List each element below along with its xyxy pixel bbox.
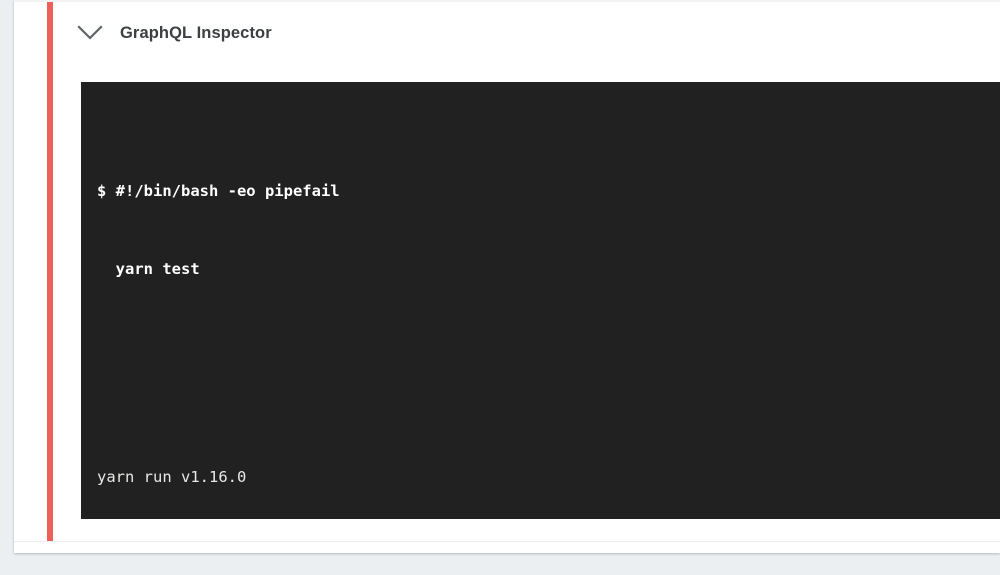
chevron-down-icon[interactable] — [75, 18, 105, 48]
step-status-bar — [47, 2, 53, 541]
log-line-command: $ #!/bin/bash -eo pipefail — [97, 182, 340, 200]
card-top-divider — [14, 0, 1000, 2]
log-line-blank — [97, 360, 998, 386]
log-line-command: yarn test — [97, 260, 200, 278]
terminal-log-panel[interactable]: $ #!/bin/bash -eo pipefail yarn test yar… — [81, 82, 1000, 519]
log-line-output: yarn run v1.16.0 — [97, 468, 247, 486]
card-bottom-divider — [14, 541, 1000, 542]
step-header-toggle[interactable]: GraphQL Inspector — [53, 2, 1000, 64]
build-step-card: GraphQL Inspector $ #!/bin/bash -eo pipe… — [14, 0, 1000, 553]
card-footer — [14, 542, 1000, 553]
terminal-log-lines: $ #!/bin/bash -eo pipefail yarn test yar… — [97, 100, 998, 519]
step-title: GraphQL Inspector — [120, 23, 272, 42]
